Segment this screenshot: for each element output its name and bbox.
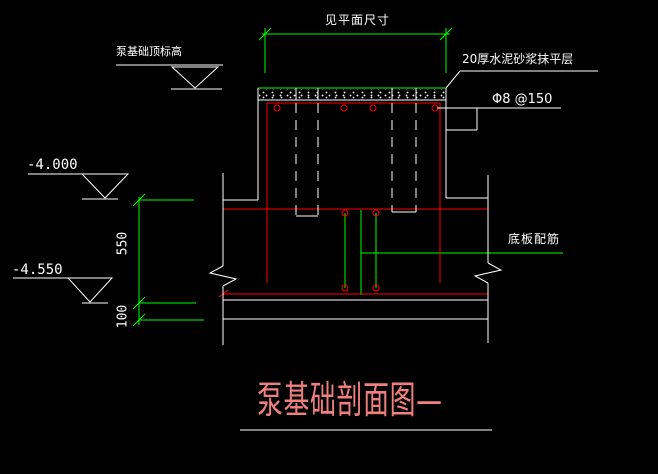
rebar-callout-leader xyxy=(437,107,561,131)
elevation-triangle xyxy=(80,173,130,199)
drawing-title: 泵基础剖面图— xyxy=(257,378,443,422)
dowel-bars xyxy=(344,210,563,295)
anchor-bolts xyxy=(295,88,417,217)
dowel-rebar-dots xyxy=(341,209,380,292)
break-symbol xyxy=(208,265,238,287)
rebar-dot xyxy=(372,209,380,217)
top-dimension-line xyxy=(258,27,453,73)
dim-tick xyxy=(132,193,146,207)
elevation-symbol-minus-4550 xyxy=(13,277,114,304)
rebar-cage xyxy=(266,102,441,283)
mortar-layer-label: 20厚水泥砂浆抹平层 xyxy=(462,52,574,66)
rebar-dot xyxy=(369,104,377,112)
rebar-dot xyxy=(372,284,380,292)
plan-dimension-label: 见平面尺寸 xyxy=(325,13,391,27)
elevation-triangle xyxy=(66,277,114,303)
mortar-leader xyxy=(445,70,598,89)
elevation-symbol-minus-4000 xyxy=(28,173,130,200)
vertical-dimension-line xyxy=(132,193,204,327)
rebar-dot xyxy=(341,284,349,292)
dim-tick xyxy=(132,296,146,310)
mortar-stipple-texture xyxy=(259,89,446,100)
top-rebar-dots xyxy=(273,104,439,112)
slab-edge-left xyxy=(208,173,238,345)
break-symbol xyxy=(473,262,503,284)
rebar-dot xyxy=(341,209,349,217)
mortar-band-outline xyxy=(257,88,447,101)
elevation-value-top: -4.000 xyxy=(27,157,78,173)
rebar-dot xyxy=(273,104,281,112)
dim-tick xyxy=(132,313,146,327)
slab-rebar-label: 底板配筋 xyxy=(508,232,561,246)
elevation-symbol-foundation-top xyxy=(116,64,223,90)
foundation-top-elevation-label: 泵基础顶标高 xyxy=(116,45,182,58)
rebar-dot xyxy=(340,104,348,112)
slab-edge-right xyxy=(473,175,503,343)
rebar-spec-label: Φ8 @150 xyxy=(492,92,553,107)
elevation-triangle xyxy=(170,66,220,89)
elevation-value-bottom: -4.550 xyxy=(12,262,63,278)
dimension-550: 550 xyxy=(115,231,131,256)
dimension-100: 100 xyxy=(115,304,131,329)
